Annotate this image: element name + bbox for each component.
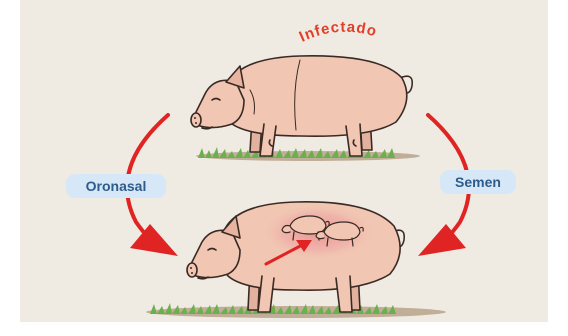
- semen-label: Semen: [455, 174, 501, 190]
- semen-pill: Semen: [440, 170, 516, 194]
- oronasal-pill: Oronasal: [66, 174, 166, 198]
- oronasal-label: Oronasal: [86, 178, 147, 194]
